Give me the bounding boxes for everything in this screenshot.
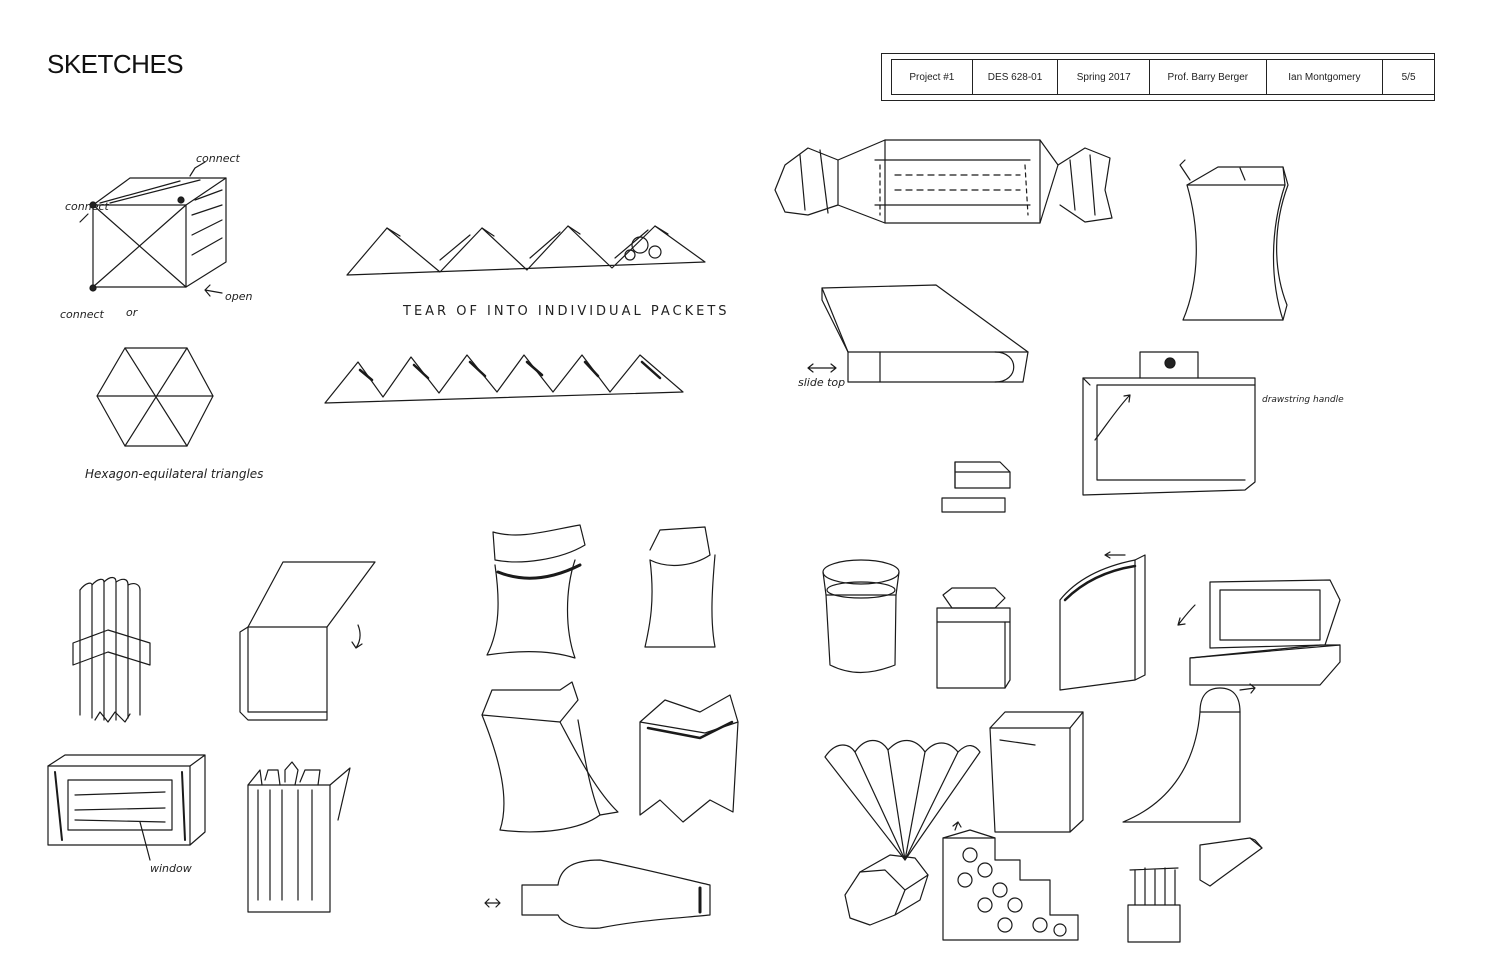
project-cell: Project #1 [892, 60, 973, 94]
author-cell: Ian Montgomery [1267, 60, 1384, 94]
annotation-window: window [150, 862, 192, 875]
sketch-lidded-box [936, 587, 1011, 689]
sketch-flat-bottle [484, 859, 711, 929]
sketch-bent-pack-2 [644, 526, 716, 648]
sketch-tube-bundle [72, 576, 151, 723]
sketch-triangle-row-1 [346, 225, 706, 276]
term-cell: Spring 2017 [1058, 60, 1151, 94]
annotation-connect-bottom: connect [60, 308, 105, 321]
annotation-connect-left: connect [65, 200, 110, 213]
sketch-fries-box [1127, 867, 1181, 943]
sketch-handle-box [1082, 351, 1256, 496]
sketch-jar [822, 559, 900, 674]
annotation-drawstring: drawstring handle [1262, 395, 1344, 405]
sketch-cube-connect [79, 161, 227, 297]
sketch-slide-top-box [807, 284, 1029, 383]
sketch-ramp [1122, 683, 1256, 823]
sketch-bent-pack-4 [639, 694, 739, 823]
annotation-or: or [126, 306, 139, 319]
sketch-wedge-box [1199, 837, 1263, 887]
sketch-stair-box [942, 821, 1079, 941]
sketch-curved-lid-box [1059, 551, 1146, 691]
annotation-open: open [225, 290, 252, 303]
sketch-hex-prism [844, 854, 929, 926]
annotation-tear-off: TEAR OF INTO INDIVIDUAL PACKETS [402, 304, 730, 319]
annotation-slide-top: slide top [798, 376, 845, 389]
sketch-candy-wrapper [774, 139, 1113, 224]
sketch-tall-box [989, 711, 1084, 833]
sketch-hexagon [96, 347, 214, 447]
sketch-fan [824, 739, 981, 861]
sketch-bent-pack-1 [486, 524, 586, 659]
title-block-table: Project #1 DES 628-01 Spring 2017 Prof. … [891, 59, 1435, 95]
annotation-hexagon: Hexagon-equilateral triangles [85, 467, 263, 481]
sketch-curved-box [1179, 159, 1289, 321]
sketch-flap-cube [239, 561, 376, 721]
sketch-small-box [941, 461, 1011, 513]
sketch-window-box [47, 754, 206, 861]
sketch-open-pack [247, 761, 351, 913]
annotation-connect-top: connect [196, 152, 241, 165]
course-cell: DES 628-01 [973, 60, 1059, 94]
professor-cell: Prof. Barry Berger [1150, 60, 1267, 94]
sketch-tray-box [1177, 579, 1341, 686]
page-number-cell: 5/5 [1401, 71, 1416, 83]
page-title: SKETCHES [47, 49, 184, 79]
sketch-bent-pack-3 [481, 681, 619, 833]
sketch-triangle-row-2 [324, 354, 684, 404]
title-block: Project #1 DES 628-01 Spring 2017 Prof. … [881, 53, 1435, 101]
